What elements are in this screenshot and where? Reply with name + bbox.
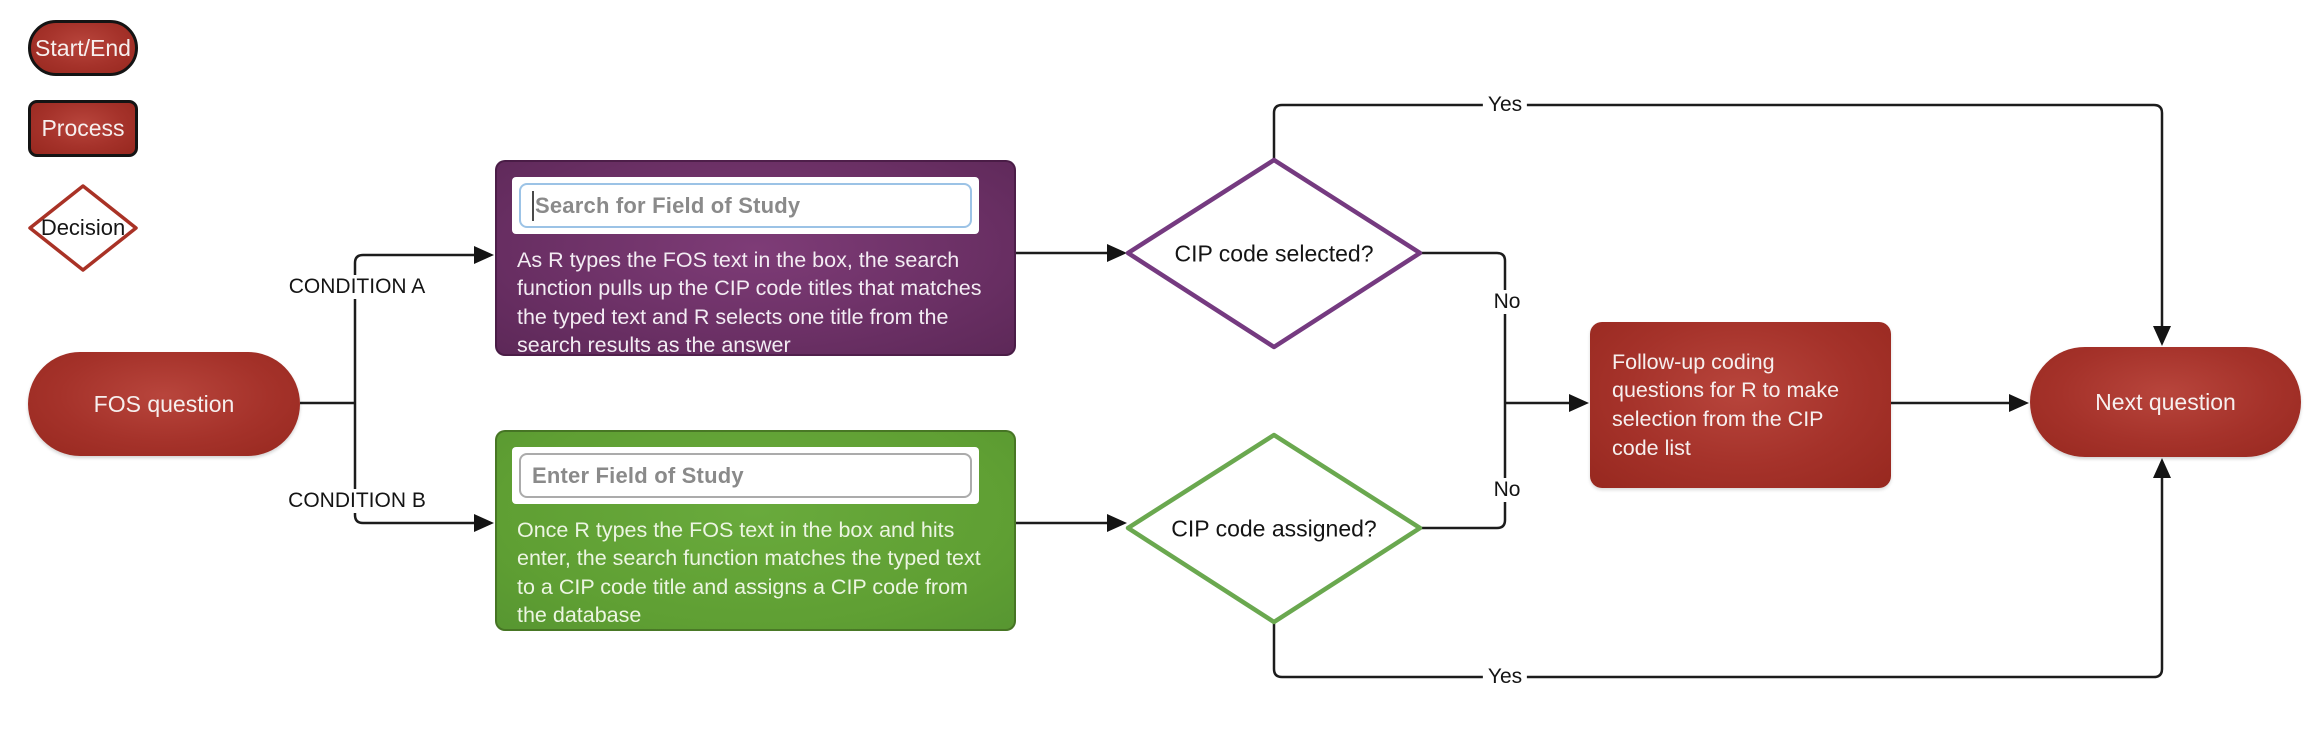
- arrowhead: [1569, 394, 1589, 412]
- legend-process-shape: Process: [28, 100, 138, 157]
- edge-label-no-selected: No: [1488, 290, 1526, 314]
- search-field-of-study-input[interactable]: Search for Field of Study: [512, 177, 979, 234]
- connector-no-trunk: [1420, 251, 1507, 530]
- edge-label-yes-bottom: Yes: [1482, 665, 1528, 689]
- edge-label-yes-top: Yes: [1482, 93, 1528, 117]
- connector-condition-trunk: [353, 253, 478, 525]
- node-fos-question: FOS question: [28, 352, 300, 456]
- enter-input-placeholder: Enter Field of Study: [532, 462, 744, 488]
- arrowhead: [1107, 514, 1127, 532]
- node-enter-process: Enter Field of Study Once R types the FO…: [495, 430, 1016, 631]
- legend-decision-diamond: [28, 184, 138, 272]
- node-followup-questions: Follow-up coding questions for R to make…: [1590, 322, 1891, 488]
- cip-code-assigned-label: CIP code assigned?: [1171, 515, 1377, 542]
- condition-b-label: CONDITION B: [283, 489, 431, 513]
- followup-label: Follow-up coding questions for R to make…: [1612, 349, 1840, 460]
- fos-question-label: FOS question: [93, 390, 235, 417]
- text-cursor: [532, 190, 534, 221]
- enter-field-of-study-input[interactable]: Enter Field of Study: [512, 447, 979, 504]
- search-input-border: Search for Field of Study: [519, 183, 972, 228]
- arrowhead: [474, 246, 494, 264]
- legend-decision-label: Decision: [40, 215, 126, 240]
- next-question-label: Next question: [2095, 388, 2236, 415]
- condition-a-label: CONDITION A: [283, 275, 431, 299]
- edge-label-no-assigned: No: [1488, 478, 1526, 502]
- decision-cip-selected-diamond: [1125, 157, 1423, 350]
- enter-input-border: Enter Field of Study: [519, 453, 972, 498]
- search-input-placeholder: Search for Field of Study: [535, 192, 801, 218]
- connector-assigned-yes-bottom: [1272, 474, 2164, 679]
- legend-process-label: Process: [41, 115, 125, 141]
- legend-start-end-label: Start/End: [35, 34, 131, 61]
- legend-start-end-shape: Start/End: [28, 20, 138, 76]
- cip-code-selected-label: CIP code selected?: [1174, 240, 1374, 267]
- arrowhead: [474, 514, 494, 532]
- node-search-process: Search for Field of Study As R types the…: [495, 160, 1016, 357]
- arrowhead: [2153, 326, 2171, 346]
- connector-selected-yes-top: [1272, 103, 2164, 330]
- arrowhead: [2153, 458, 2171, 478]
- enter-process-description: Once R types the FOS text in the box and…: [517, 518, 981, 628]
- node-next-question: Next question: [2030, 347, 2301, 457]
- decision-cip-assigned-diamond: [1125, 432, 1423, 625]
- arrowhead: [2009, 394, 2029, 412]
- search-process-description: As R types the FOS text in the box, the …: [517, 248, 982, 358]
- arrowhead: [1107, 244, 1127, 262]
